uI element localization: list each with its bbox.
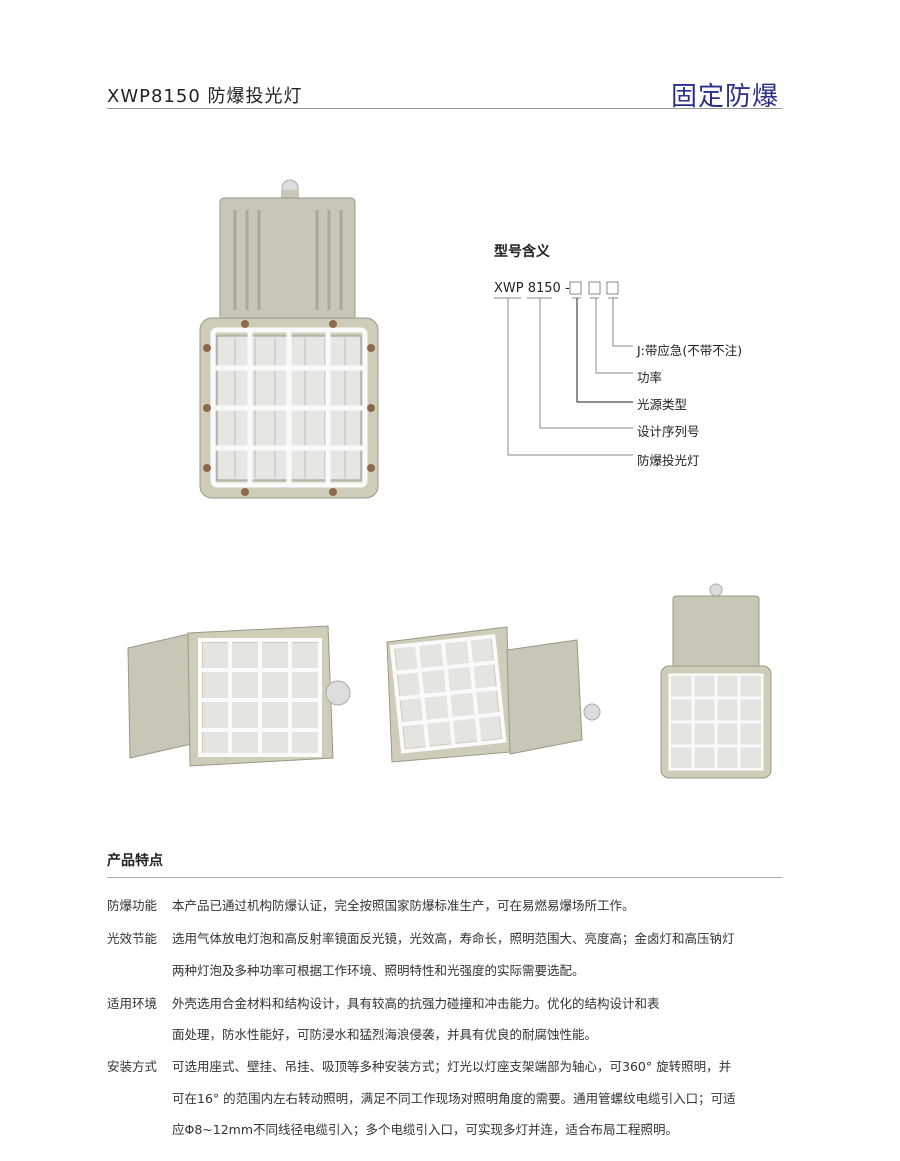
model-label-emergency: J:带应急(不带不注)	[637, 343, 743, 358]
feature-text: 外壳选用合金材料和结构设计，具有较高的抗强力碰撞和冲击能力。优化的结构设计和表	[172, 996, 660, 1011]
features-title: 产品特点	[107, 853, 163, 869]
features-divider	[107, 877, 782, 878]
feature-text: 应Φ8~12mm不同线径电缆引入；多个电缆引入口，可实现多灯并连，适合布局工程照…	[172, 1122, 679, 1137]
model-label-product: 防爆投光灯	[637, 453, 700, 468]
feature-text: 选用气体放电灯泡和高反射率镜面反光镜，光效高，寿命长，照明范围大、亮度高；金卤灯…	[172, 931, 735, 946]
product-photo-front	[199, 179, 379, 499]
feature-label: 安装方式	[107, 1059, 158, 1074]
feature-text: 两种灯泡及多种功率可根据工作环境、照明特性和光强度的实际需要选配。	[172, 963, 585, 978]
feature-text: 本产品已通过机构防爆认证，完全按照国家防爆标准生产，可在易燃易爆场所工作。	[172, 898, 635, 913]
product-photo-front-small	[660, 583, 772, 779]
product-title: XWP8150 防爆投光灯	[107, 86, 303, 107]
model-diagram-lines	[494, 281, 633, 456]
category-title: 固定防爆	[671, 82, 780, 112]
feature-label: 光效节能	[107, 931, 158, 946]
feature-label: 适用环境	[107, 996, 158, 1011]
product-photo-side-right	[386, 626, 601, 763]
feature-label: 防爆功能	[107, 898, 158, 913]
model-label-power: 功率	[637, 370, 663, 385]
feature-text: 面处理，防水性能好，可防浸水和猛烈海浪侵袭，并具有优良的耐腐蚀性能。	[172, 1027, 598, 1042]
model-label-light-source: 光源类型	[637, 397, 688, 412]
feature-text: 可选用座式、壁挂、吊挂、吸顶等多种安装方式；灯光以灯座支架端部为轴心，可360°…	[172, 1059, 732, 1074]
model-label-series: 设计序列号	[637, 424, 700, 439]
product-photo-side-left	[127, 625, 351, 767]
model-diagram-title: 型号含义	[494, 244, 550, 260]
header-divider	[107, 108, 782, 109]
feature-text: 可在16° 的范围内左右转动照明，满足不同工作现场对照明角度的需要。通用管螺纹电…	[172, 1091, 736, 1106]
model-code: XWP 8150 -	[494, 281, 570, 296]
